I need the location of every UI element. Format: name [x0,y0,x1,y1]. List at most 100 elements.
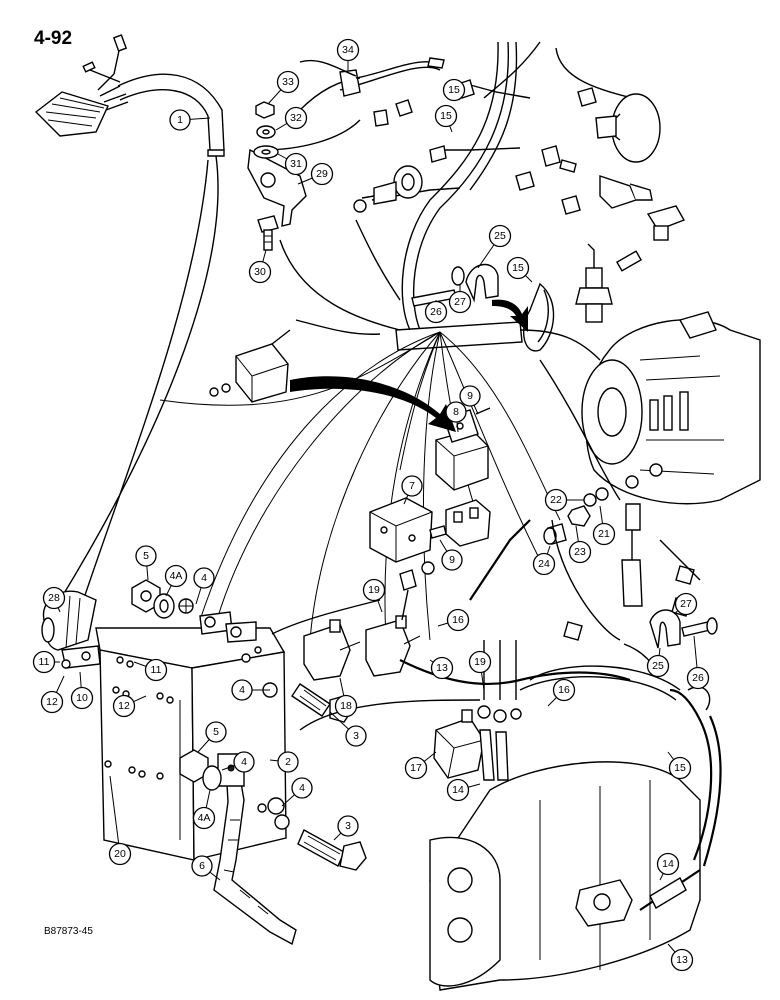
fan-out-wires [159,331,561,641]
callout-19: 19 [362,578,386,602]
callout-13: 13 [670,948,694,972]
drawing-code: B87873-45 [44,926,93,937]
callout-33: 33 [276,70,300,94]
callout-7: 7 [401,475,423,497]
relay-7 [369,497,447,563]
callout-28: 28 [42,586,66,610]
callout-21: 21 [592,522,616,546]
callout-30: 30 [248,260,272,284]
callout-5: 5 [205,721,227,743]
callout-label: 34 [342,44,354,56]
plug-fitting [616,250,642,272]
nut-33 [255,101,275,119]
relay-17 [433,709,485,779]
page-number: 4-92 [34,28,73,49]
callout-6: 6 [191,855,213,877]
callout-label: 16 [452,614,464,626]
alternator-hardware [543,487,609,545]
callout-label: 17 [410,762,422,774]
battery-box-bracket [95,627,287,861]
callout-4a: 4A [192,806,216,830]
pressure-switch [559,159,653,209]
callout-label: 13 [676,954,688,966]
callout-label: 18 [340,700,352,712]
tee-fitting [646,205,686,241]
callout-4: 4 [291,777,313,799]
callout-label: 3 [353,730,359,742]
harness-sleeve-1 [59,73,225,611]
callout-label: 26 [692,672,704,684]
callout-11: 11 [144,658,168,682]
callout-20: 20 [108,842,132,866]
callout-label: 21 [598,528,610,540]
callout-3: 3 [345,725,367,747]
callout-label: 16 [558,684,570,696]
callout-4a: 4A [164,564,188,588]
callout-8: 8 [445,401,467,423]
callout-4: 4 [233,751,255,773]
bulkhead-fitting [353,165,423,213]
wire-terminals-top [429,79,597,215]
battery-cable-ends [199,611,257,643]
callout-label: 28 [48,592,60,604]
temp-sender [575,243,613,323]
callout-label: 2 [285,756,291,768]
callout-label: 5 [143,550,149,562]
callout-label: 26 [430,306,442,318]
callout-label: 32 [290,112,302,124]
callout-label: 29 [316,168,328,180]
callout-16: 16 [552,678,576,702]
multi-pin-connector [34,34,129,137]
callout-15: 15 [434,104,458,128]
callout-label: 4A [198,812,211,824]
callout-label: 10 [76,692,88,704]
washer-32 [256,125,276,139]
callout-15: 15 [442,78,466,102]
callout-label: 24 [538,558,550,570]
callout-24: 24 [532,552,556,576]
clamp-right [649,609,718,649]
callout-26: 26 [686,666,710,690]
callout-9: 9 [441,549,463,571]
callout-label: 25 [652,660,664,672]
callout-4: 4 [231,679,253,701]
clip-29 [247,148,307,227]
flasher-relay [209,329,291,403]
washer-31 [253,145,279,159]
switch-block [445,499,491,547]
clamp-top [411,264,528,332]
callout-1: 1 [169,109,191,131]
callout-label: 14 [452,784,464,796]
callout-15: 15 [506,256,530,280]
callout-label: 7 [409,480,415,492]
callout-label: 27 [680,598,692,610]
callout-label: 11 [39,656,50,668]
callout-16: 16 [446,608,470,632]
callout-17: 17 [404,756,428,780]
callout-label: 15 [448,84,460,96]
callout-label: 14 [662,858,674,870]
callout-10: 10 [70,686,94,710]
callout-27: 27 [448,290,472,314]
callout-19: 19 [468,650,492,674]
callout-12: 12 [112,694,136,718]
callout-label: 12 [46,696,58,708]
arrow-flasher [290,376,456,432]
callout-label: 15 [512,262,524,274]
callout-label: 11 [151,664,162,676]
callout-18: 18 [334,694,358,718]
relay-pair [303,615,421,681]
harness-sleeve-16 [295,319,601,361]
callout-13: 13 [430,656,454,680]
callout-label: 4 [239,684,245,696]
callout-label: 3 [345,820,351,832]
callout-9: 9 [459,385,481,407]
callout-label: 4 [299,782,305,794]
callout-32: 32 [284,106,308,130]
callout-label: 33 [282,76,294,88]
starter-motor [429,761,701,991]
callout-11: 11 [32,650,56,674]
connector-19 [399,561,435,621]
callout-label: 31 [290,158,302,170]
